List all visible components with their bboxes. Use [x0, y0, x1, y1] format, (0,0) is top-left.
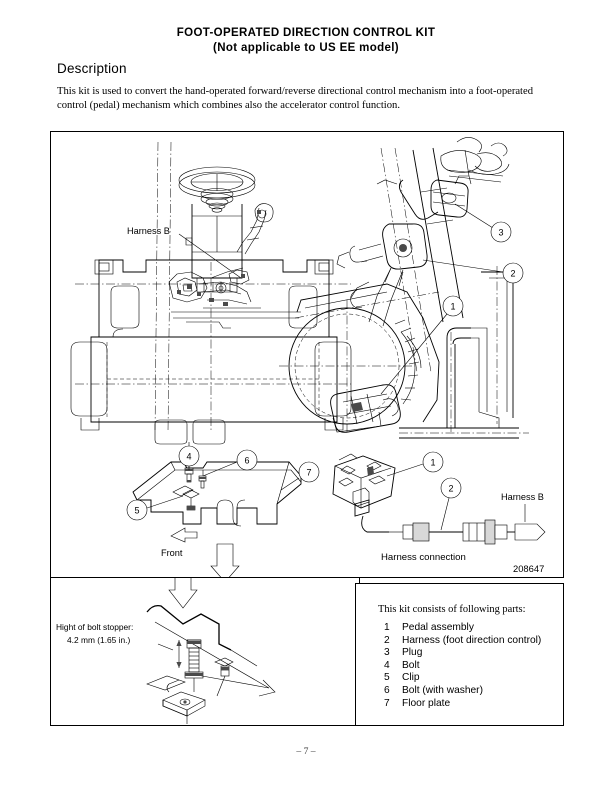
list-item: 3 Plug: [384, 647, 541, 660]
bolt-stopper-detail-frame: Hight of bolt stopper: 4.2 mm (1.65 in.): [50, 578, 360, 726]
part-number: 4: [384, 659, 390, 671]
part-name: Pedal assembly: [402, 622, 474, 633]
part-name: Bolt: [402, 659, 420, 671]
steering-column-side-view-illustration: [279, 137, 529, 439]
parts-list: 1 Pedal assembly 2 Harness (foot directi…: [384, 622, 541, 710]
part-number: 6: [384, 684, 390, 696]
page-title-line-1: FOOT-OPERATED DIRECTION CONTROL KIT: [176, 27, 436, 39]
parts-list-intro: This kit consists of following parts:: [378, 604, 526, 615]
bolt-stopper-detail-illustration: Hight of bolt stopper: 4.2 mm (1.65 in.): [56, 578, 276, 724]
part-number: 1: [384, 622, 390, 633]
harness-callout-1: 1: [422, 451, 444, 473]
harness-connection-illustration: [332, 453, 546, 545]
part-number: 7: [384, 697, 390, 709]
page-title: FOOT-OPERATED DIRECTION CONTROL KIT (Not…: [0, 26, 612, 55]
callout-3: 3: [454, 203, 512, 243]
parts-list-box: This kit consists of following parts: 1 …: [355, 583, 564, 726]
page-number: – 7 –: [296, 746, 316, 757]
callout-5-number: 5: [134, 506, 139, 516]
part-name: Floor plate: [402, 697, 451, 709]
callout-4: 4: [178, 442, 200, 470]
callout-2: 2: [422, 259, 524, 284]
page-title-line-2: (Not applicable to US EE model): [213, 41, 399, 54]
bolt-stopper-note-line-1: Hight of bolt stopper:: [56, 622, 133, 632]
part-name: Harness (foot direction control): [402, 634, 542, 646]
harness-callout-2-number: 2: [448, 484, 453, 494]
callout-4-number: 4: [186, 452, 191, 462]
list-item: 7 Floor plate: [384, 698, 541, 711]
description-body: This kit is used to convert the hand-ope…: [57, 86, 533, 111]
harness-b-label-main: Harness B: [127, 226, 170, 236]
harness-connection-caption: Harness connection: [381, 552, 466, 563]
part-number: 3: [384, 647, 390, 659]
main-illustration-frame: Harness B: [50, 131, 564, 578]
callout-6-number: 6: [244, 456, 249, 466]
floor-plate-illustration: Front: [132, 461, 302, 577]
part-name: Clip: [402, 672, 420, 684]
list-item: 4 Bolt: [384, 660, 541, 673]
forklift-plan-view-illustration: [70, 141, 352, 445]
harness-b-label-connection: Harness B: [501, 492, 544, 502]
callout-5: 5: [126, 495, 184, 521]
callout-2-number: 2: [510, 269, 515, 279]
callout-3-number: 3: [498, 228, 503, 238]
callout-7-number: 7: [306, 468, 311, 478]
callout-7: 7: [280, 461, 320, 491]
description-heading: Description: [57, 61, 127, 76]
list-item: 6 Bolt (with washer): [384, 685, 541, 698]
part-name: Bolt (with washer): [402, 684, 483, 696]
part-number: 5: [384, 672, 390, 684]
harness-callout-2: 2: [440, 477, 462, 499]
figure-document-number: 208647: [513, 563, 544, 574]
part-name: Plug: [402, 647, 423, 659]
callout-1-number: 1: [450, 302, 455, 312]
front-direction-label: Front: [161, 548, 183, 558]
list-item: 2 Harness (foot direction control): [384, 635, 541, 648]
callout-1: 1: [380, 295, 464, 395]
callout-6: 6: [202, 449, 258, 477]
harness-callout-1-number: 1: [430, 458, 435, 468]
list-item: 1 Pedal assembly: [384, 622, 541, 635]
bolt-stopper-note-line-2: 4.2 mm (1.65 in.): [67, 635, 131, 645]
list-item: 5 Clip: [384, 672, 541, 685]
part-number: 2: [384, 634, 390, 646]
